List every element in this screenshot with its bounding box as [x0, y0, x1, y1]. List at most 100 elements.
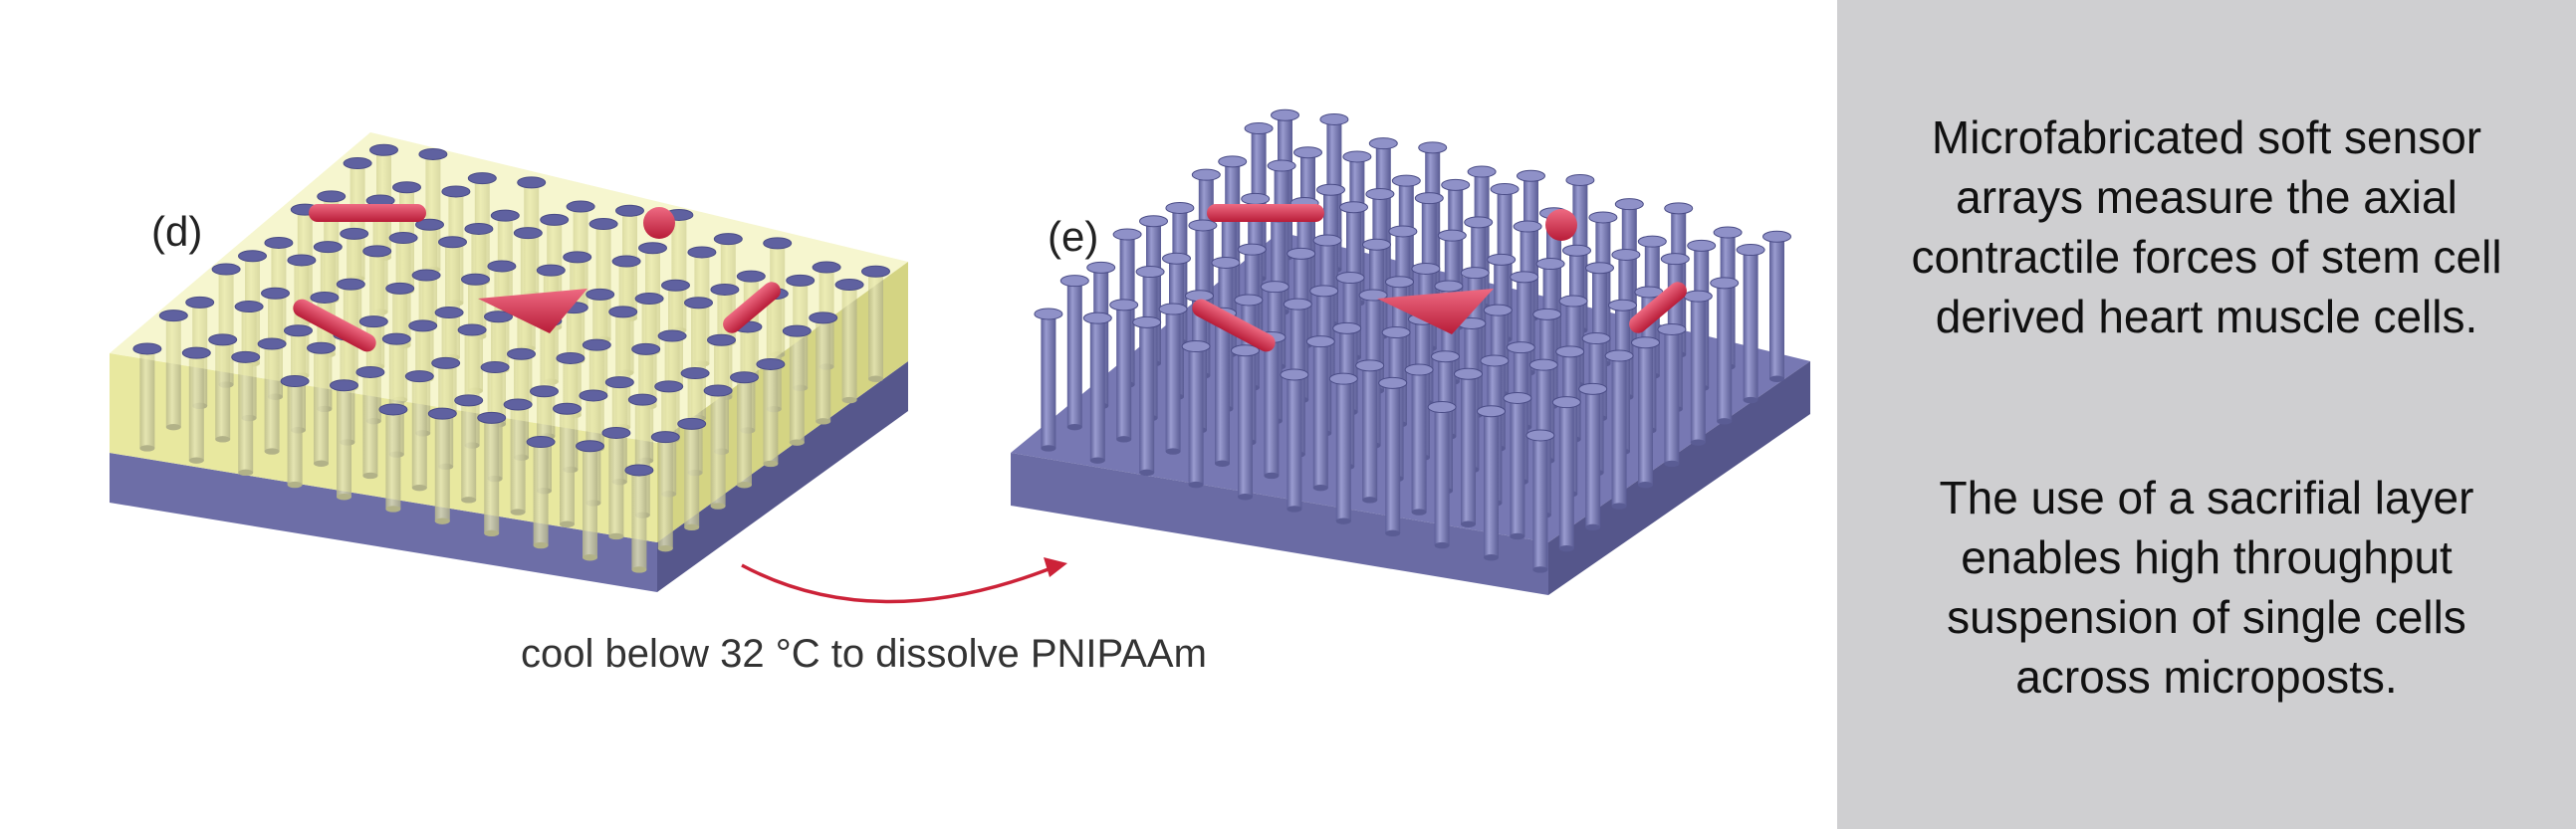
micropost-top [1388, 225, 1418, 238]
cell-bar-diagonal-left [293, 299, 376, 352]
micropost-top [358, 315, 388, 328]
micropost-top [467, 172, 497, 185]
micropost-top [1132, 315, 1162, 328]
micropost-top [307, 341, 336, 354]
micropost-top [1517, 169, 1545, 182]
micropost-top [1293, 146, 1322, 159]
micropost-top [710, 283, 740, 296]
arrow-head [1044, 557, 1067, 577]
micropost-top [1237, 243, 1267, 256]
micropost [1690, 296, 1706, 446]
micropost-top [1418, 141, 1448, 154]
arrow-curve [741, 563, 1054, 604]
transition-arrow [741, 557, 1067, 604]
micropost-top [1135, 266, 1165, 279]
micropost-top [579, 389, 608, 402]
micropost [1335, 378, 1351, 524]
micropost-top [1385, 276, 1414, 289]
micropost-top [530, 385, 559, 398]
micropost-top [1483, 304, 1513, 316]
micropost-top [1218, 155, 1248, 168]
panel-e-substrate-side [1548, 361, 1810, 595]
micropost-top [408, 319, 438, 332]
micropost [385, 409, 401, 513]
micropost-top [1565, 173, 1595, 186]
micropost-top [1162, 252, 1191, 265]
micropost-top [132, 342, 162, 355]
micropost-top [834, 279, 864, 292]
micropost [238, 356, 254, 477]
micropost-top [1332, 321, 1362, 334]
micropost-top [517, 176, 547, 189]
micropost [484, 417, 500, 537]
panel-e-cells [1192, 204, 1687, 352]
micropost-top [1368, 137, 1398, 150]
micropost-top [1158, 303, 1188, 315]
micropost [1362, 365, 1378, 504]
micropost [1664, 328, 1680, 468]
micropost-top [707, 333, 736, 346]
micropost [1585, 388, 1601, 531]
transition-caption: cool below 32 °C to dissolve PNIPAAm [521, 632, 1207, 676]
micropost [1743, 250, 1758, 404]
micropost-top [1335, 272, 1365, 285]
micropost-top [1551, 396, 1581, 409]
micropost-top [1683, 290, 1713, 303]
micropost-top [677, 417, 707, 430]
micropost-top [1513, 220, 1542, 233]
micropost-top [1305, 335, 1335, 348]
micropost-top [1109, 299, 1139, 311]
micropost-process-diagram: (d) (e) cool below 32 °C to dissolve PNI… [110, 108, 1810, 676]
micropost-top [576, 440, 604, 453]
micropost [1287, 374, 1302, 513]
micropost [1769, 236, 1784, 382]
micropost-top [490, 209, 520, 222]
micropost-top [1339, 201, 1368, 214]
micropost-top [730, 371, 759, 384]
micropost-top [1316, 183, 1345, 196]
micropost-top [1434, 280, 1464, 293]
micropost-top [1112, 228, 1142, 241]
panel-e-device [1011, 108, 1810, 595]
micropost [1385, 382, 1401, 537]
micropost-top [431, 356, 461, 369]
cell-round [1545, 209, 1577, 241]
micropost-top [1464, 216, 1494, 229]
micropost-top [1713, 226, 1743, 239]
micropost-top [1608, 299, 1637, 311]
micropost-top [601, 426, 631, 439]
micropost-top [454, 394, 484, 407]
micropost-top [480, 361, 510, 374]
micropost [1717, 283, 1733, 425]
micropost-top [657, 329, 687, 342]
micropost [1089, 317, 1105, 464]
micropost [1461, 373, 1476, 527]
cell-triangle [1377, 289, 1494, 334]
micropost-top [650, 431, 680, 444]
micropost-top [330, 379, 358, 392]
micropost-top [385, 282, 415, 295]
panel-e-posts [1034, 108, 1791, 573]
micropost [510, 404, 526, 516]
micropost-top [1431, 350, 1460, 363]
micropost-top [687, 246, 717, 259]
micropost-top [261, 287, 290, 300]
micropost-top [563, 251, 592, 264]
description-paragraph-1: Microfabricated soft sensor arrays measu… [1911, 111, 2502, 342]
micropost [1264, 336, 1280, 480]
micropost [816, 317, 831, 425]
micropost-top [634, 293, 664, 306]
micropost-top [782, 324, 812, 337]
micropost-top [588, 218, 618, 231]
micropost-top [158, 310, 188, 322]
micropost-top [1506, 341, 1535, 354]
micropost-top [638, 242, 667, 255]
micropost-top [1241, 192, 1271, 205]
micropost-top [1287, 247, 1316, 260]
micropost-top [1309, 285, 1339, 298]
micropost [608, 432, 624, 540]
micropost [657, 437, 673, 552]
micropost-top [1558, 295, 1588, 308]
micropost [1165, 309, 1181, 455]
micropost-top [1283, 298, 1312, 311]
